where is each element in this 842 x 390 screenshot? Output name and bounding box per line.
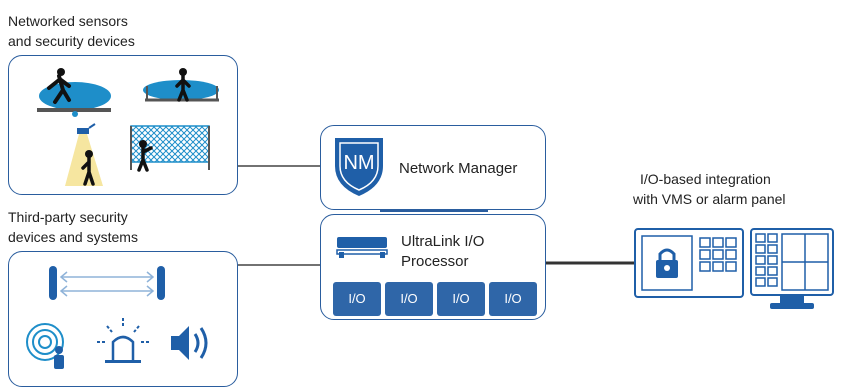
integration-label-2: with VMS or alarm panel (633, 191, 786, 207)
strobe-light-icon (97, 318, 149, 363)
integration-label-1: I/O-based integration (640, 171, 771, 187)
io-port-2: I/O (385, 282, 433, 316)
network-manager-title: Network Manager (399, 160, 518, 177)
processor-title-1: UltraLink I/O (401, 233, 485, 250)
sensors-label-1: Networked sensors (8, 13, 128, 29)
fence-sensor-icon (130, 125, 210, 172)
ultralink-processor-box: UltraLink I/O Processor I/O I/O I/O I/O (320, 214, 546, 320)
thirdparty-label-2: devices and systems (8, 229, 138, 245)
photo-beam-icon (49, 266, 165, 300)
io-port-1: I/O (333, 282, 381, 316)
padlock-keypad-icon (634, 228, 744, 298)
nm-shield-icon (335, 138, 383, 196)
third-party-devices-box (8, 251, 238, 387)
floodlight-sensor-icon (65, 123, 103, 186)
io-port-3: I/O (437, 282, 485, 316)
radar-person-icon (26, 323, 64, 369)
processor-title-2: Processor (401, 253, 469, 270)
monitor-icon (750, 228, 834, 309)
processor-device-icon (336, 237, 388, 258)
thirdparty-label-1: Third-party security (8, 209, 128, 225)
pir-sensor-icon (37, 68, 111, 117)
nm-logo-text: NM (343, 152, 375, 174)
sensors-label-2: and security devices (8, 33, 135, 49)
perimeter-beam-sensor-icon (143, 68, 219, 102)
network-manager-box: NM Network Manager (320, 125, 546, 210)
speaker-icon (171, 326, 208, 360)
io-port-4: I/O (489, 282, 537, 316)
networked-sensors-box (8, 55, 238, 195)
